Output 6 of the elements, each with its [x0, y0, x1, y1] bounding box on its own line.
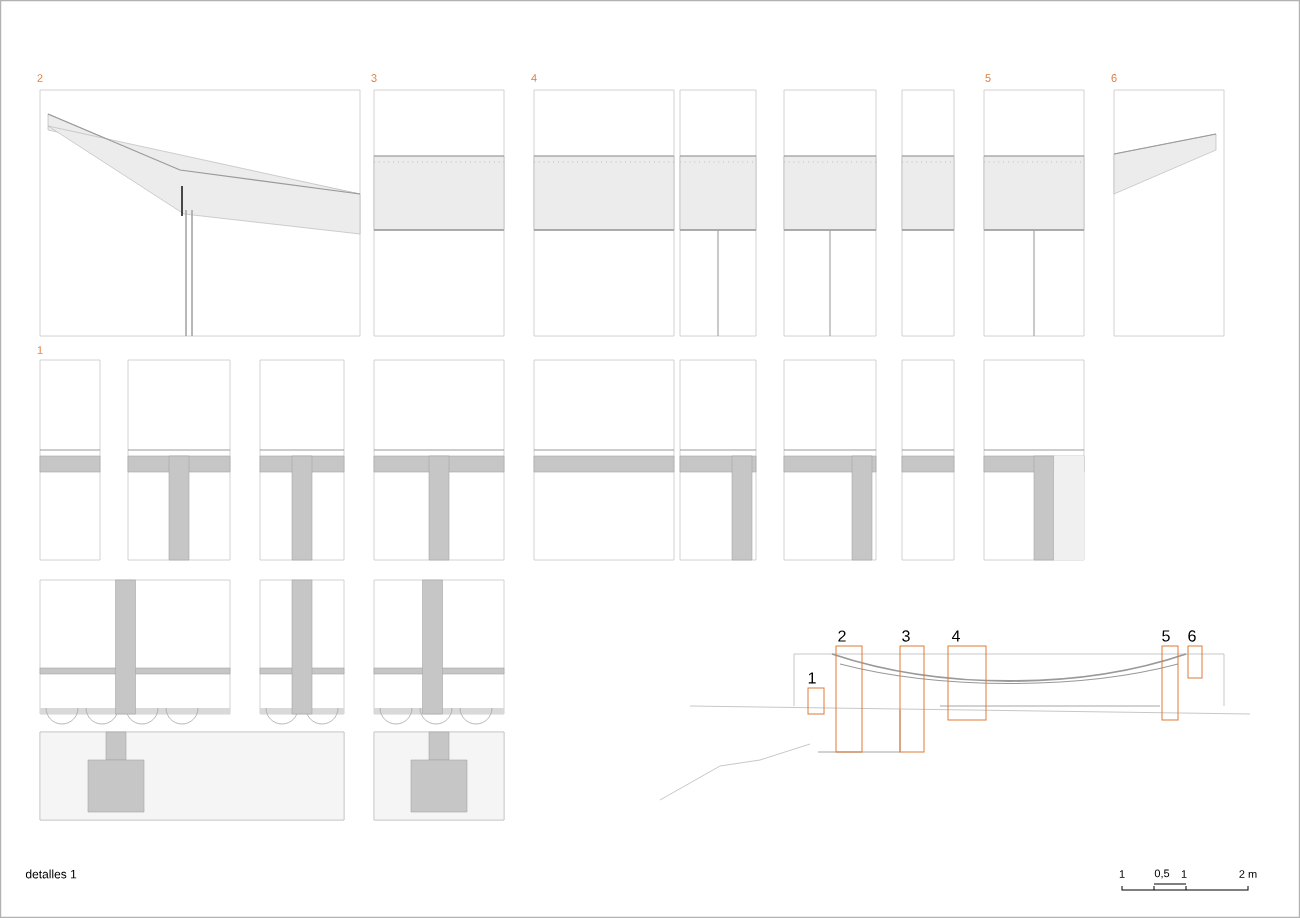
callout-number: 6 — [1188, 630, 1196, 642]
callout-number: 4 — [951, 630, 960, 642]
callout-number: 5 — [1162, 630, 1170, 642]
callout-number: 3 — [902, 630, 910, 642]
callout-number: 1 — [808, 672, 816, 684]
callout-number: 2 — [838, 630, 846, 642]
